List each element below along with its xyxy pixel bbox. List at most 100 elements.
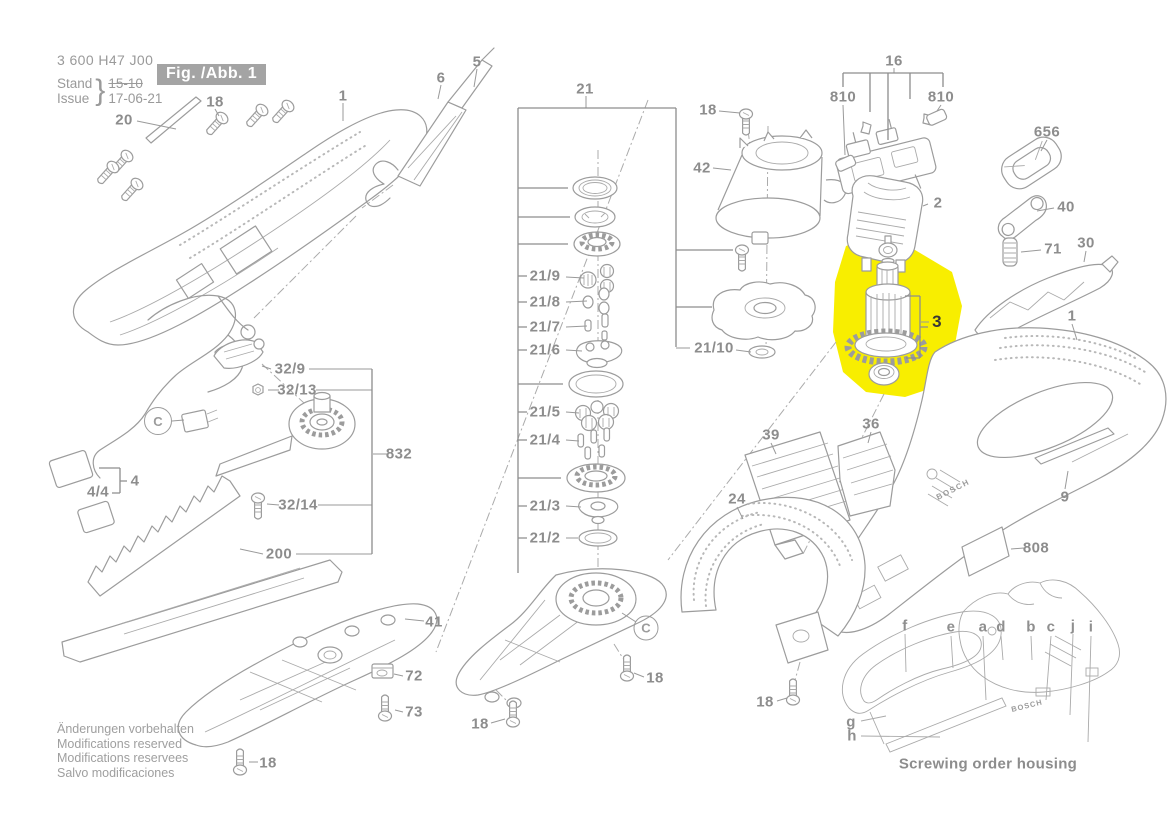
part-label-24: 24 [728, 490, 746, 508]
part-label-41: 41 [425, 613, 443, 631]
stator-2 [846, 175, 924, 273]
strip-20 [145, 96, 202, 144]
part-label-39: 39 [762, 426, 780, 444]
part-label-21-7: 21/7 [529, 318, 561, 336]
base-plate-41 [177, 603, 438, 748]
part-label-4: 4 [130, 472, 140, 490]
screw-order-letter-c: c [1046, 618, 1056, 636]
part-label-1: 1 [1067, 307, 1077, 325]
part-label-16: 16 [885, 52, 903, 70]
planet-gears-21-5 [574, 400, 620, 432]
part-label-9: 9 [1060, 488, 1070, 506]
part-label-71: 71 [1044, 240, 1062, 258]
part-label-21-9: 21/9 [529, 267, 561, 285]
front-handle-24 [680, 496, 866, 664]
leader-lines [136, 68, 1087, 763]
note-en: Modifications reserved [57, 736, 183, 751]
part-label-18: 18 [699, 101, 717, 119]
gear-column-21 [566, 176, 626, 547]
part-label-21-3: 21/3 [529, 497, 561, 515]
nut-32-13 [252, 383, 264, 396]
screw-order-letter-b: b [1026, 618, 1036, 636]
screw-order-letter-i: i [1088, 618, 1094, 636]
pins-21-4 [577, 427, 611, 460]
rollers-21-8 [582, 287, 610, 315]
part-label-73: 73 [405, 703, 423, 721]
inset-caption: Screwing order housing [898, 755, 1078, 773]
screw-order-letter-f: f [902, 617, 908, 635]
part-label-21-10: 21/10 [694, 339, 734, 357]
part-label-40: 40 [1057, 198, 1075, 216]
part-label-18: 18 [471, 715, 489, 733]
part-label-5: 5 [472, 53, 482, 71]
note-fr: Modifications reservees [57, 751, 189, 766]
figure-badge: Fig. /Abb. 1 [157, 64, 267, 85]
part-label-18: 18 [206, 93, 224, 111]
part-label-18: 18 [646, 669, 664, 687]
part-label-21-4: 21/4 [529, 431, 561, 449]
part-label-36: 36 [862, 415, 880, 433]
issue-value: 17-06-21 [108, 91, 163, 106]
screw-order-letter-h: h [847, 727, 857, 745]
part-label-832: 832 [385, 445, 413, 463]
pins-21-7 [584, 313, 609, 341]
detail-marker-C-1: C [633, 615, 659, 641]
stand-label: Stand [57, 76, 93, 91]
screw-order-letter-a: a [978, 618, 988, 636]
brace-glyph: } [95, 74, 106, 107]
note-de: Änderungen vorbehalten [57, 722, 194, 736]
group-brackets [99, 72, 944, 573]
part-label-21-2: 21/2 [529, 529, 561, 547]
part-label-1: 1 [338, 87, 348, 105]
cable-hook-656 [1001, 136, 1062, 190]
part-label-2: 2 [933, 194, 943, 212]
vent-grille-36 [837, 431, 896, 517]
part-label-21: 21 [576, 80, 594, 98]
screw-order-letter-g: g [846, 713, 856, 731]
spring-71 [1002, 237, 1018, 267]
part-label-32-9: 32/9 [274, 360, 306, 378]
brush-clip-left [860, 121, 872, 135]
gearbox-housing [455, 568, 667, 709]
part-label-21-8: 21/8 [529, 293, 561, 311]
carrier-21-6 [575, 340, 623, 369]
part-label-72: 72 [405, 667, 423, 685]
revision-block: Stand Issue } 15-10 17-06-21 [57, 74, 163, 107]
pad-810-left [835, 154, 857, 172]
blade-assembly-200 [61, 475, 343, 663]
cable-gland-and-cable [365, 47, 495, 208]
part-label-808: 808 [1022, 539, 1050, 557]
part-label-6: 6 [436, 69, 446, 87]
lever-40 [997, 195, 1047, 240]
nut-72 [371, 663, 394, 679]
part-label-42: 42 [693, 159, 711, 177]
stand-value: 15-10 [108, 76, 143, 91]
part-label-200: 200 [265, 545, 293, 563]
part-label-3: 3 [932, 312, 942, 331]
note-es: Salvo modificaciones [57, 765, 175, 780]
part-label-20: 20 [115, 111, 133, 129]
armature-3 [844, 235, 928, 386]
screw-order-letter-j: j [1070, 617, 1076, 635]
screw-order-letter-d: d [996, 618, 1006, 636]
part-label-21-5: 21/5 [529, 403, 561, 421]
part-label-810: 810 [829, 88, 857, 106]
part-label-32-14: 32/14 [278, 496, 318, 514]
part-label-656: 656 [1033, 123, 1061, 141]
type-number: 3 600 H47 J00 [57, 52, 154, 68]
part-label-4-4: 4/4 [86, 483, 110, 501]
label-strip-9 [1034, 427, 1115, 465]
fan-baffle-42 [715, 129, 847, 245]
drawing-header: 3 600 H47 J00 Stand Issue } 15-10 17-06-… [57, 52, 162, 106]
pad-810-right [926, 108, 948, 126]
housing-left-half [72, 109, 428, 346]
part-label-18: 18 [756, 693, 774, 711]
detail-marker-C-0: C [144, 407, 172, 435]
cap-32-9 [213, 338, 265, 369]
part-label-30: 30 [1077, 234, 1095, 252]
part-label-18: 18 [259, 754, 277, 772]
motor-mount-plate [711, 281, 816, 341]
